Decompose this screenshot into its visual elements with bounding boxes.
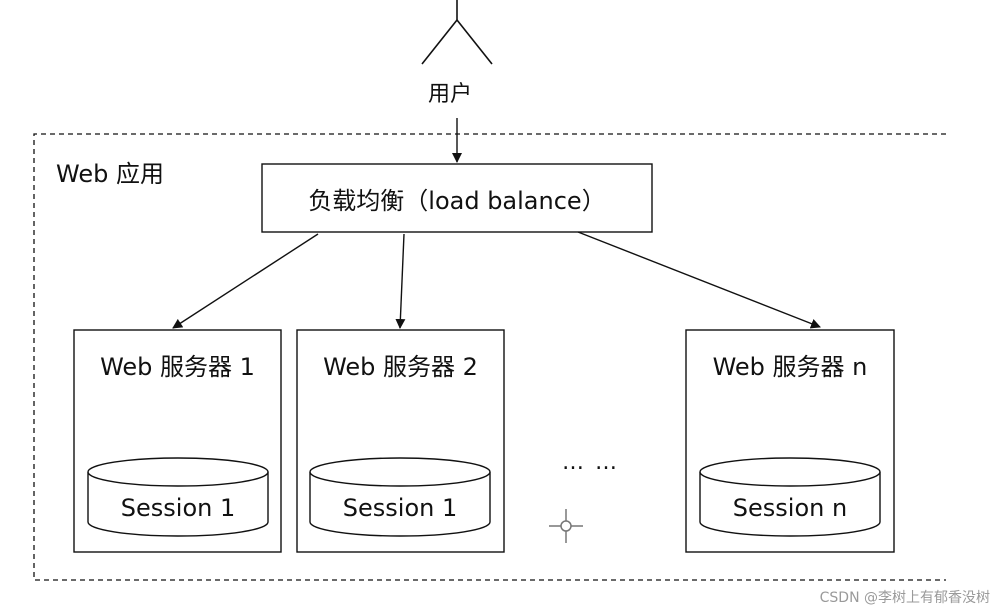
session-n-cylinder (699, 457, 881, 537)
session-1-cylinder (87, 457, 269, 537)
watermark: CSDN @李树上有郁香没树 (819, 590, 990, 606)
user-actor-icon (421, 0, 493, 65)
session-n-label: Session n (732, 494, 848, 522)
lb-to-server-n-arrow (577, 231, 821, 329)
crosshair-cursor-icon (549, 509, 583, 543)
session-1-label: Session 1 (120, 494, 236, 522)
server-1-title: Web 服务器 1 (100, 353, 255, 381)
web-app-boundary (33, 133, 946, 581)
lb-to-server-1-arrow (172, 233, 319, 329)
server-2-title: Web 服务器 2 (323, 353, 478, 381)
server-n-title: Web 服务器 n (712, 353, 868, 381)
session-2-cylinder (309, 457, 491, 537)
load-balancer-label: 负载均衡（load balance） (308, 186, 606, 215)
web-app-label: Web 应用 (56, 160, 164, 188)
session-2-label: Session 1 (342, 494, 458, 522)
lb-to-server-2-arrow (395, 233, 406, 329)
more-servers-ellipsis: … … (562, 450, 619, 475)
load-balancer-box (261, 163, 653, 233)
user-label: 用户 (428, 82, 473, 107)
